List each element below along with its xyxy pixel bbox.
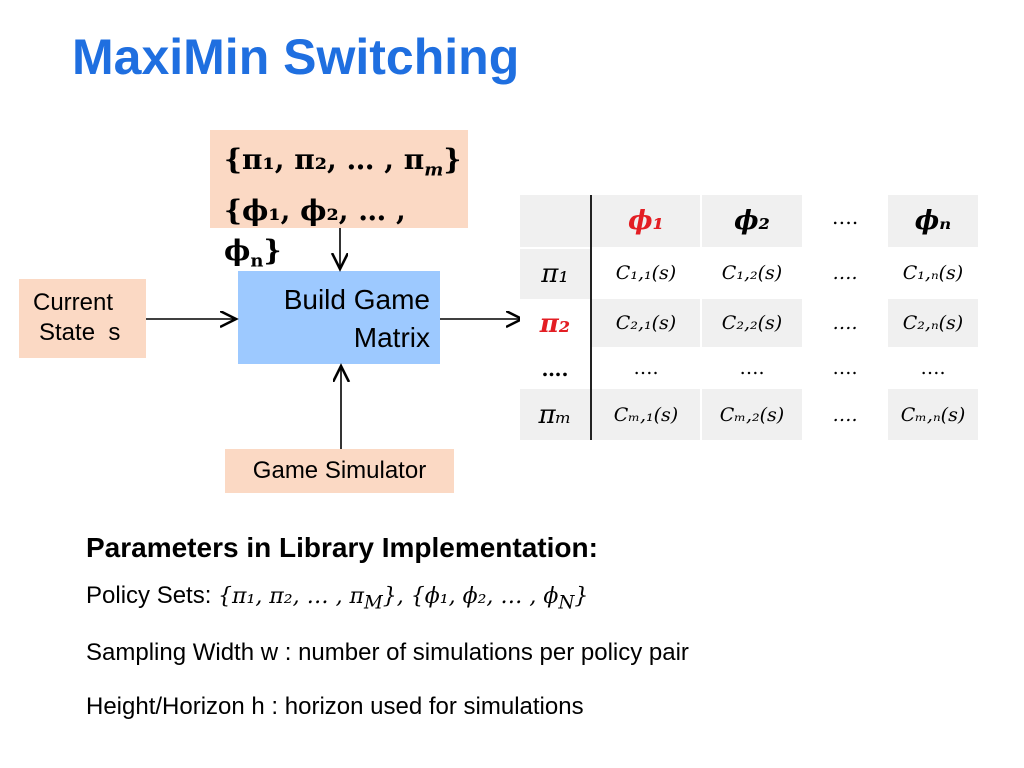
col-header-ellipsis: …. <box>804 195 886 247</box>
cell-2-n: C₂,ₙ(s) <box>888 299 978 347</box>
cell-m-2: Cₘ,₂(s) <box>702 389 802 440</box>
row-header-pi2: π₂ <box>520 299 590 349</box>
cell-1-1: C₁,₁(s) <box>592 249 700 297</box>
cell-2-1: C₂,₁(s) <box>592 299 700 347</box>
build-line2: Matrix <box>353 322 430 353</box>
col-header-phin: ϕₙ <box>888 195 978 247</box>
policy-set-phi: {ϕ₁, ϕ₂, … , ϕn} <box>224 193 406 272</box>
cell-m-ellipsis: …. <box>804 389 886 440</box>
horizon-line: Height/Horizon h : horizon used for simu… <box>86 693 584 721</box>
cell-2-2: C₂,₂(s) <box>702 299 802 347</box>
cell-2-ellipsis: …. <box>804 299 886 347</box>
row-header-ellipsis: …. <box>520 349 590 389</box>
col-header-phi1: ϕ₁ <box>592 195 700 247</box>
cell-ell-3: …. <box>804 349 886 387</box>
cell-ell-n: …. <box>888 349 978 387</box>
current-state-line1: Current <box>33 289 114 316</box>
matrix-corner <box>520 195 590 247</box>
matrix-divider <box>590 195 592 440</box>
cell-1-ellipsis: …. <box>804 249 886 297</box>
current-state-box: Current State s <box>19 279 146 358</box>
cell-1-2: C₁,₂(s) <box>702 249 802 297</box>
cell-m-1: Cₘ,₁(s) <box>592 389 700 440</box>
cell-ell-2: …. <box>702 349 802 387</box>
cell-ell-1: …. <box>592 349 700 387</box>
policy-sets-box: {π₁, π₂, … , πm} {ϕ₁, ϕ₂, … , ϕn} <box>210 130 468 271</box>
parameters-section: Parameters in Library Implementation: Po… <box>86 532 986 747</box>
row-header-pim: πₘ <box>520 389 590 440</box>
cell-1-n: C₁,ₙ(s) <box>888 249 978 297</box>
row-header-pi1: π₁ <box>520 249 590 299</box>
slide-title: MaxiMin Switching <box>72 29 520 85</box>
game-simulator-box: Game Simulator <box>225 449 454 493</box>
game-matrix: ϕ₁ ϕ₂ …. ϕₙ π₁ π₂ …. πₘ C₁,₁(s) C₁,₂(s) … <box>520 195 978 440</box>
policy-set-pi: {π₁, π₂, … , πm} <box>224 143 462 181</box>
col-header-phi2: ϕ₂ <box>702 195 802 247</box>
build-game-matrix-box: Build Game Matrix <box>238 271 440 364</box>
build-line1: Build Game <box>283 284 430 315</box>
sampling-width-line: Sampling Width w : number of simulations… <box>86 639 689 667</box>
policy-sets-line: Policy Sets: {π₁, π₂, … , πM}, {ϕ₁, ϕ₂, … <box>86 582 589 614</box>
current-state-line2: State s <box>39 319 121 346</box>
cell-m-n: Cₘ,ₙ(s) <box>888 389 978 440</box>
parameters-heading: Parameters in Library Implementation: <box>86 532 598 563</box>
